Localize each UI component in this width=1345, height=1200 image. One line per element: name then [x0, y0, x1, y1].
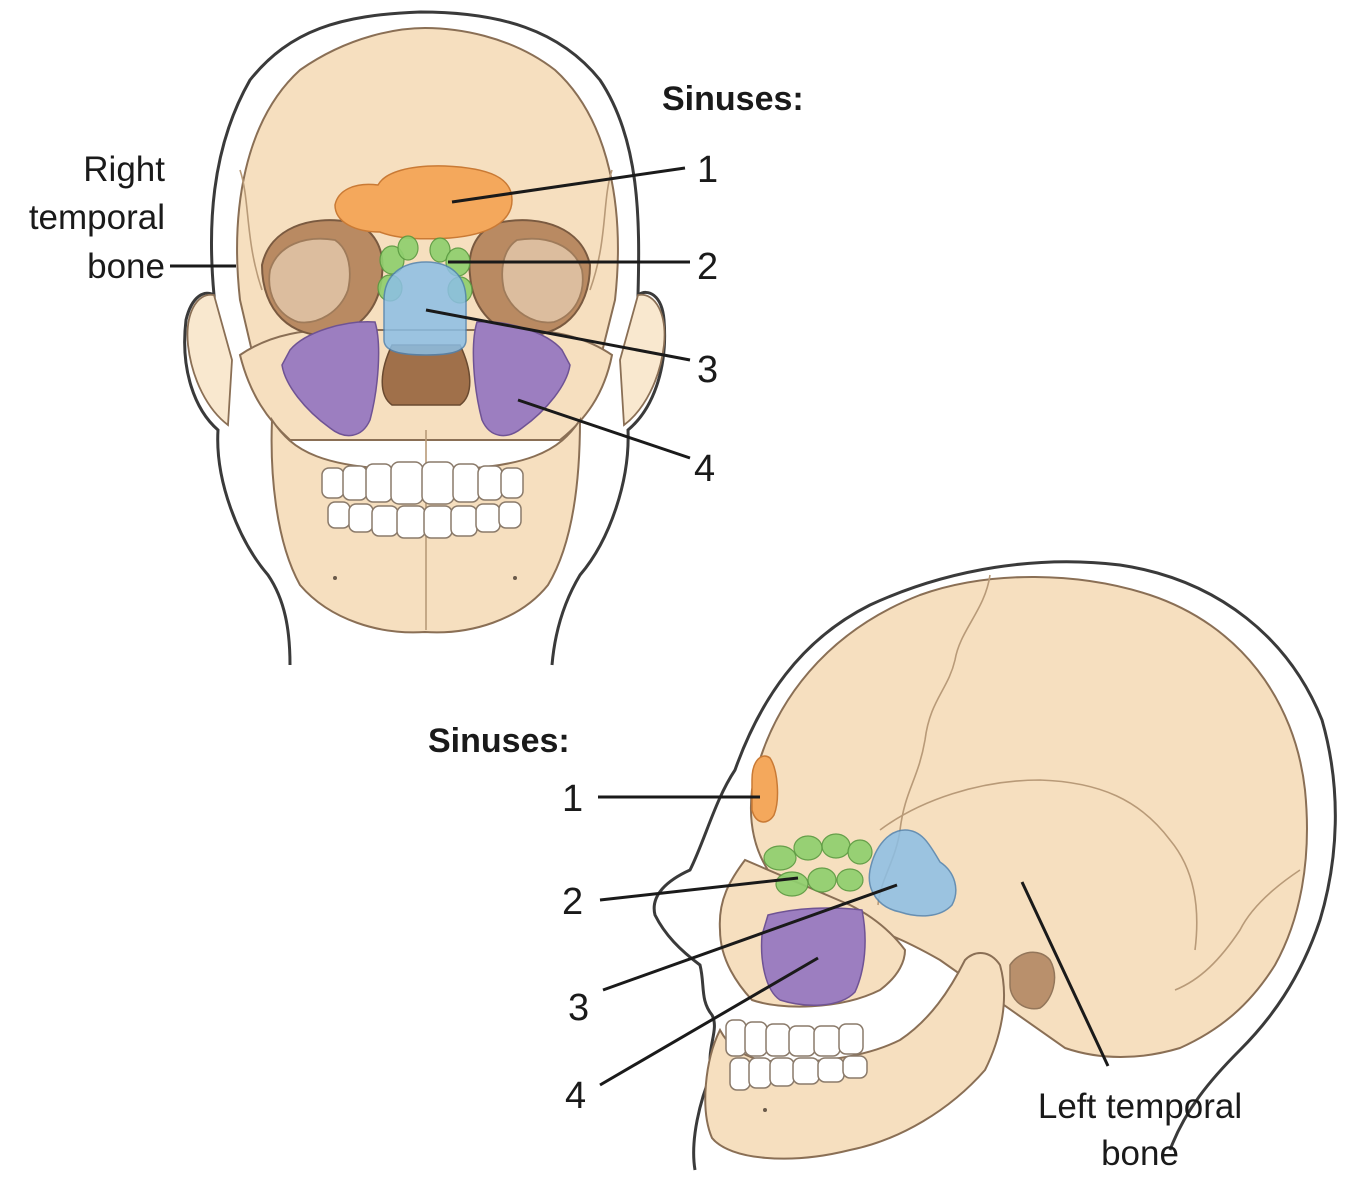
front-leader-4 — [517, 398, 691, 460]
side-sinus-4-maxillary — [760, 907, 866, 1006]
side-lambdoid-suture — [1174, 869, 1301, 991]
left-temporal-label-line-1: Left temporal — [1038, 1087, 1242, 1126]
front-leader-3 — [425, 308, 691, 362]
right-orbit-inner — [268, 237, 351, 324]
side-callout-4: 4 — [565, 1075, 586, 1117]
front-callout-3: 3 — [697, 349, 718, 391]
left-temporal-label-line-2: bone — [1101, 1134, 1179, 1173]
side-callout-1: 1 — [562, 778, 583, 820]
front-view: Sinuses: 1 2 3 4 Right temporal bone — [29, 10, 804, 666]
left-orbit-inner — [501, 237, 584, 324]
side-leader-4 — [599, 956, 819, 1087]
left-ear — [619, 294, 666, 427]
side-lower-teeth — [729, 1055, 868, 1091]
side-view: Sinuses: 1 2 3 4 Left temporal bone — [428, 560, 1337, 1173]
front-leader-1 — [451, 166, 686, 204]
front-upper-teeth — [321, 461, 524, 505]
side-sinus-1-frontal — [751, 755, 779, 823]
front-lower-teeth — [327, 501, 522, 539]
side-callout-2: 2 — [562, 881, 583, 923]
front-head-outline — [183, 10, 667, 666]
front-heading: Sinuses: — [662, 80, 804, 118]
right-temporal-label-line-3: bone — [87, 247, 165, 286]
side-squamous-suture — [879, 779, 1198, 951]
side-heading: Sinuses: — [428, 722, 570, 760]
front-sinus-4-maxillary-right — [281, 321, 380, 437]
side-leader-3 — [602, 883, 898, 992]
right-temporal-label-line-2: temporal — [29, 198, 165, 237]
side-sinus-3-sphenoid — [868, 829, 957, 917]
side-sinus-2-ethmoid — [763, 833, 873, 897]
front-sinus-1-frontal — [334, 165, 513, 240]
side-mental-foramen — [763, 1108, 767, 1112]
side-head-outline — [652, 560, 1337, 1171]
mental-foramen-left — [513, 576, 517, 580]
side-upper-teeth — [725, 1019, 864, 1057]
side-callout-3: 3 — [568, 987, 589, 1029]
right-ear — [186, 294, 233, 427]
right-temporal-label-line-1: Right — [83, 150, 165, 189]
nasal-cavity — [381, 344, 471, 406]
mental-foramen-right — [333, 576, 337, 580]
front-sinus-3-sphenoid — [383, 261, 467, 356]
front-callout-2: 2 — [697, 246, 718, 288]
side-ear-canal — [1009, 951, 1056, 1010]
front-callout-4: 4 — [694, 448, 715, 490]
front-suture-left — [239, 169, 263, 291]
front-callout-1: 1 — [697, 149, 718, 191]
side-leader-temporal — [1020, 881, 1110, 1067]
side-leader-2 — [599, 876, 799, 902]
